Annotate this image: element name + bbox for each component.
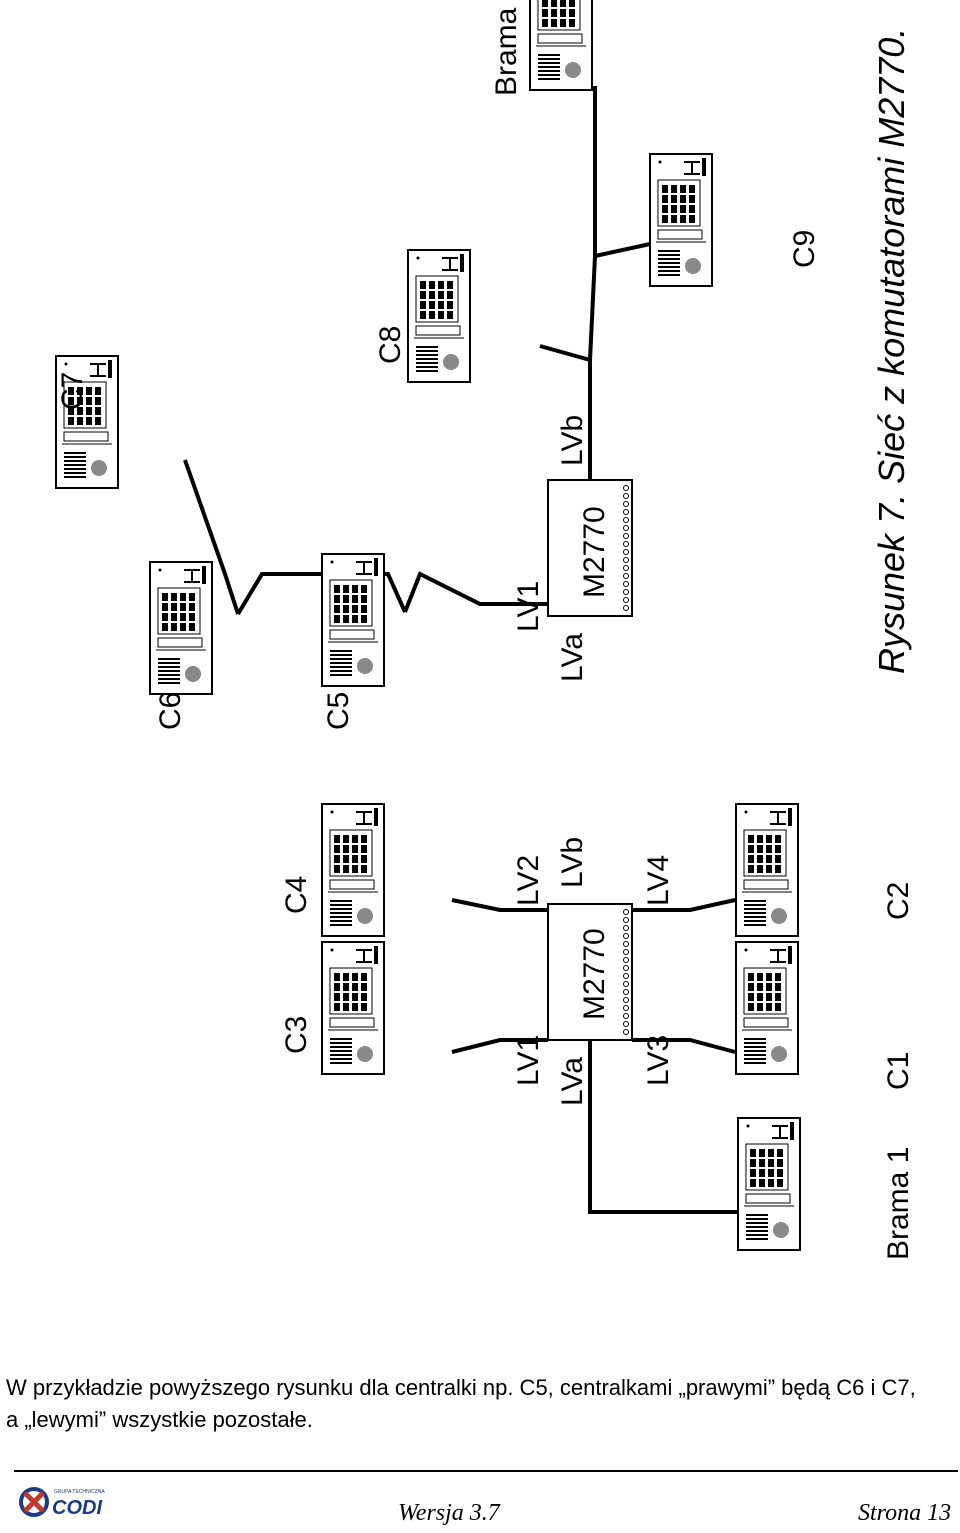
codi-logo: GRUPA TECHNICZNA CODI	[19, 1487, 105, 1519]
body-text-line-1: W przykładzie powyższego rysunku dla cen…	[6, 1375, 916, 1400]
door-panel-c3	[321, 941, 385, 1075]
label-c9: C9	[788, 230, 821, 268]
wiring	[183, 86, 738, 1214]
body-text-line-2: a „lewymi” wszystkie pozostałe.	[6, 1407, 313, 1432]
door-panel-gate1	[737, 1117, 801, 1251]
figure-caption: Rysunek 7. Sieć z komutatorami M2770.	[871, 28, 912, 674]
label-lv4-left: LV4	[642, 855, 675, 906]
switch-right-model: M2770	[578, 506, 611, 598]
label-c3: C3	[280, 1016, 313, 1054]
label-lva-left: LVa	[556, 1057, 589, 1106]
door-panel-c1	[735, 941, 799, 1075]
label-lvb-left: LVb	[556, 837, 589, 888]
label-c1: C1	[882, 1052, 915, 1090]
label-c2: C2	[882, 882, 915, 920]
m2770-switch-right: M2770	[547, 479, 633, 617]
label-c8: C8	[374, 326, 407, 364]
door-panel-c4	[321, 803, 385, 937]
label-c6: C6	[154, 692, 187, 730]
door-panel-c9	[649, 153, 713, 287]
footer-divider	[14, 1470, 958, 1472]
label-c5: C5	[322, 692, 355, 730]
footer-version: Wersja 3.7	[398, 1500, 500, 1526]
door-panel-c6	[149, 561, 213, 695]
label-lva-right: LVa	[556, 633, 589, 682]
logo-group-text: GRUPA TECHNICZNA	[54, 1489, 105, 1495]
label-lv1-right: LV1	[512, 581, 545, 632]
label-c4: C4	[280, 876, 313, 914]
label-lv2-left: LV2	[512, 855, 545, 906]
door-panel-c2	[735, 803, 799, 937]
m2770-switch-left: M2770	[547, 903, 633, 1041]
switch-left-model: M2770	[578, 928, 611, 1020]
label-gate2: Brama 2	[490, 0, 523, 96]
door-panel-gate2	[529, 0, 593, 91]
label-lvb-right: LVb	[556, 415, 589, 466]
door-panel-c5	[321, 553, 385, 687]
label-lv1-left: LV1	[512, 1035, 545, 1086]
footer-page-number: Strona 13	[858, 1500, 952, 1526]
logo-main-text: CODI	[52, 1497, 102, 1519]
label-lv3-left: LV3	[642, 1035, 675, 1086]
network-diagram: M2770 M2770 C7 C6 C5 C8 C9 Brama 2 C3 C4…	[55, 0, 915, 1260]
door-panel-c8	[407, 249, 471, 383]
label-gate1: Brama 1	[882, 1147, 915, 1260]
label-c7: C7	[56, 372, 89, 410]
